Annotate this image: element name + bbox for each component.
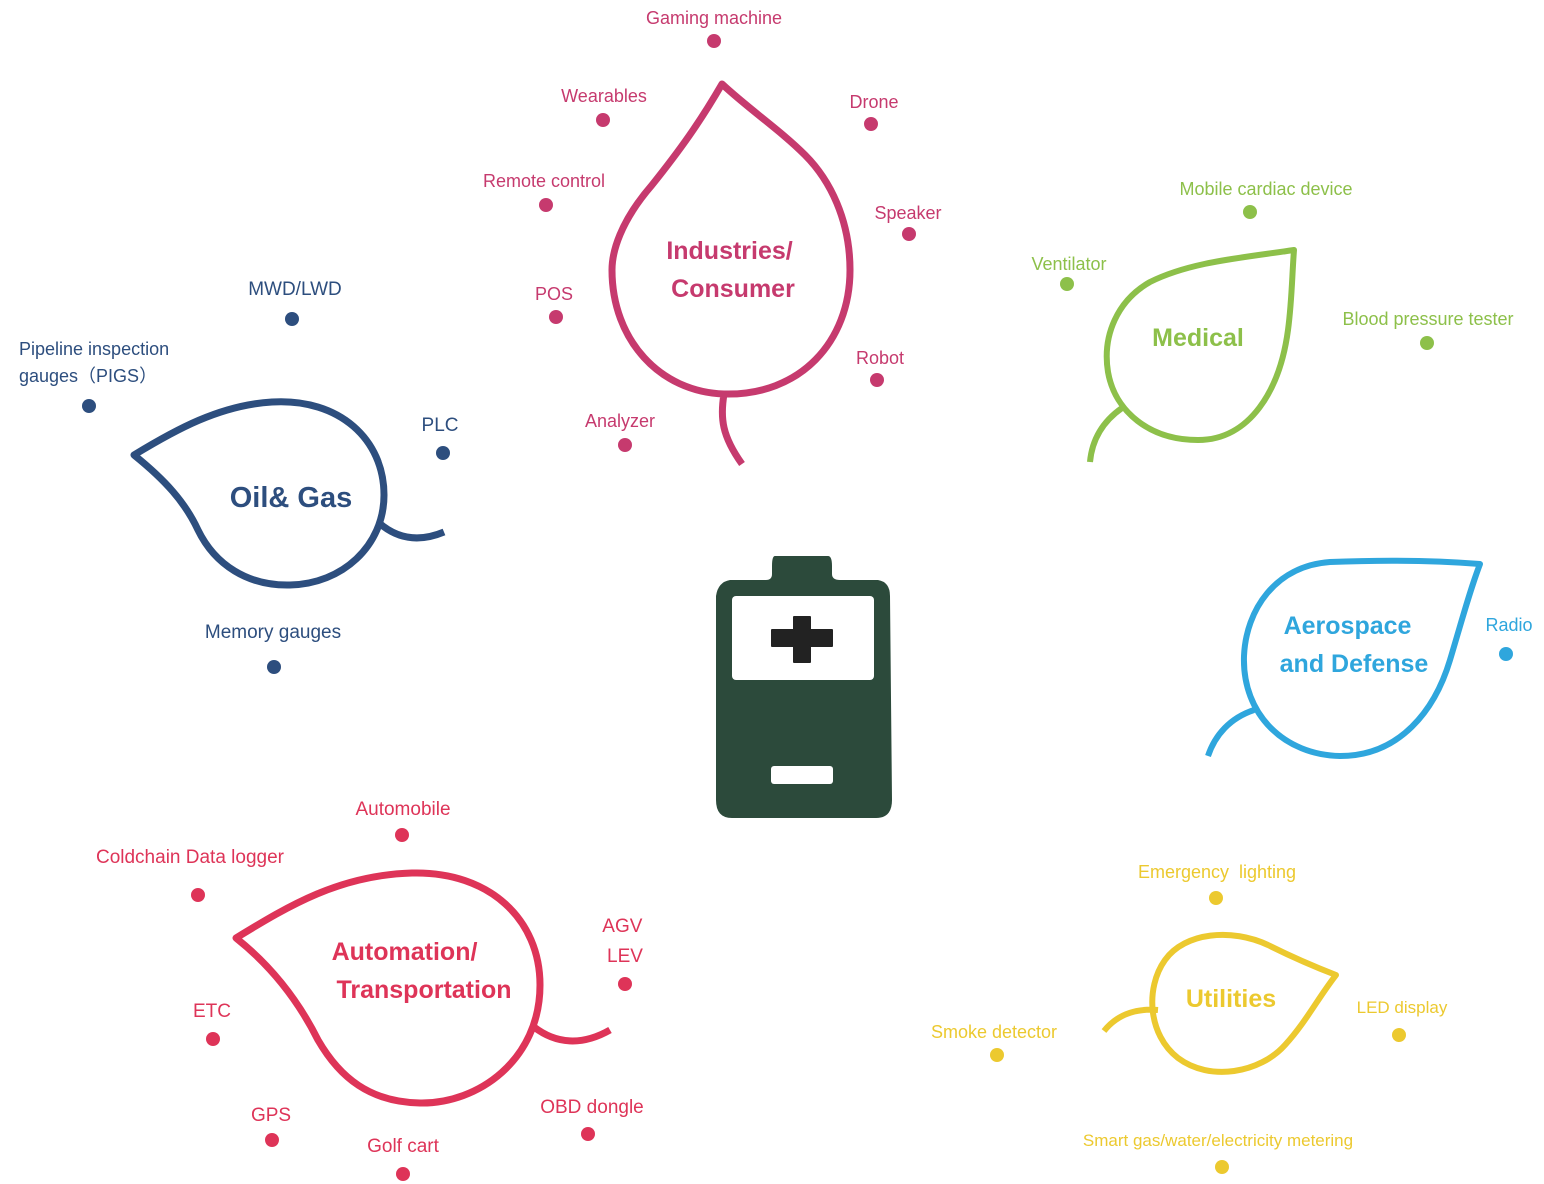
dot-gaming-machine [707, 34, 721, 48]
label-speaker: Speaker [874, 203, 941, 223]
dot-plc [436, 446, 450, 460]
utilities-leaf-icon [1101, 931, 1339, 1075]
dot-smoke-detector [990, 1048, 1004, 1062]
label-smart-metering: Smart gas/water/electricity metering [1083, 1131, 1353, 1150]
dot-mobile-cardiac-device [1243, 205, 1257, 219]
label-coldchain-data-logger: Coldchain Data logger [96, 847, 285, 868]
label-obd-dongle: OBD dongle [540, 1097, 644, 1118]
label-automobile: Automobile [355, 799, 450, 820]
dot-radio [1499, 647, 1513, 661]
oil-gas-leaf-icon [130, 398, 446, 589]
label-robot: Robot [856, 348, 904, 368]
dot-speaker [902, 227, 916, 241]
aerospace-defense-leaf-icon [1205, 557, 1483, 759]
medical-leaf-icon [1087, 247, 1297, 463]
battery-icon [716, 556, 892, 818]
dot-automobile [395, 828, 409, 842]
dot-blood-pressure-tester [1420, 336, 1434, 350]
oil-gas-group: Oil& Gas MWD/LWD Pipeline inspection gau… [19, 279, 458, 674]
automation-transportation-title: Automation/ Transportation [332, 938, 512, 1004]
label-golf-cart: Golf cart [367, 1136, 440, 1157]
label-ventilator: Ventilator [1031, 254, 1106, 274]
dot-robot [870, 373, 884, 387]
label-smoke-detector: Smoke detector [931, 1022, 1057, 1042]
dot-agv-lev [618, 977, 632, 991]
aerospace-defense-title: Aerospace and Defense [1280, 612, 1429, 678]
label-memory-gauges: Memory gauges [205, 622, 341, 643]
industries-consumer-title: Industries/ Consumer [666, 237, 799, 303]
dot-golf-cart [396, 1167, 410, 1181]
automation-transportation-leaf-icon [232, 869, 612, 1107]
dot-coldchain-data-logger [191, 888, 205, 902]
label-blood-pressure-tester: Blood pressure tester [1342, 309, 1513, 329]
industries-consumer-group: Industries/ Consumer Gaming machine Wear… [483, 8, 942, 467]
dot-ventilator [1060, 277, 1074, 291]
dot-emergency-lighting [1209, 891, 1223, 905]
industries-consumer-leaf-icon [608, 80, 854, 467]
label-emergency-lighting: Emergency lighting [1138, 862, 1296, 882]
dot-gps [265, 1133, 279, 1147]
automation-transportation-group: Automation/ Transportation Automobile Co… [96, 799, 647, 1181]
dot-analyzer [618, 438, 632, 452]
label-mwd-lwd: MWD/LWD [248, 279, 342, 300]
label-mobile-cardiac-device: Mobile cardiac device [1179, 179, 1352, 199]
label-analyzer: Analyzer [585, 411, 655, 431]
label-agv-lev: AGV LEV [602, 916, 647, 967]
oil-gas-title: Oil& Gas [230, 482, 353, 514]
label-gaming-machine: Gaming machine [646, 8, 782, 28]
dot-etc [206, 1032, 220, 1046]
dot-led-display [1392, 1028, 1406, 1042]
dot-wearables [596, 113, 610, 127]
label-radio: Radio [1485, 615, 1532, 635]
dot-remote-control [539, 198, 553, 212]
dot-pos [549, 310, 563, 324]
aerospace-defense-group: Aerospace and Defense Radio [1205, 557, 1533, 759]
dot-mwd-lwd [285, 312, 299, 326]
label-remote-control: Remote control [483, 171, 605, 191]
label-pipeline-inspection: Pipeline inspection gauges（PIGS） [19, 339, 174, 386]
label-led-display: LED display [1357, 998, 1448, 1017]
utilities-title: Utilities [1186, 985, 1276, 1013]
label-etc: ETC [193, 1001, 231, 1022]
utilities-group: Utilities Emergency lighting Smoke detec… [931, 862, 1448, 1174]
dot-smart-metering [1215, 1160, 1229, 1174]
medical-group: Medical Mobile cardiac device Ventilator… [1031, 179, 1514, 463]
medical-title: Medical [1152, 324, 1244, 352]
label-plc: PLC [422, 415, 459, 436]
label-wearables: Wearables [561, 86, 647, 106]
dot-pipeline-inspection [82, 399, 96, 413]
label-gps: GPS [251, 1105, 291, 1126]
dot-drone [864, 117, 878, 131]
dot-memory-gauges [267, 660, 281, 674]
label-drone: Drone [849, 92, 898, 112]
dot-obd-dongle [581, 1127, 595, 1141]
label-pos: POS [535, 284, 573, 304]
